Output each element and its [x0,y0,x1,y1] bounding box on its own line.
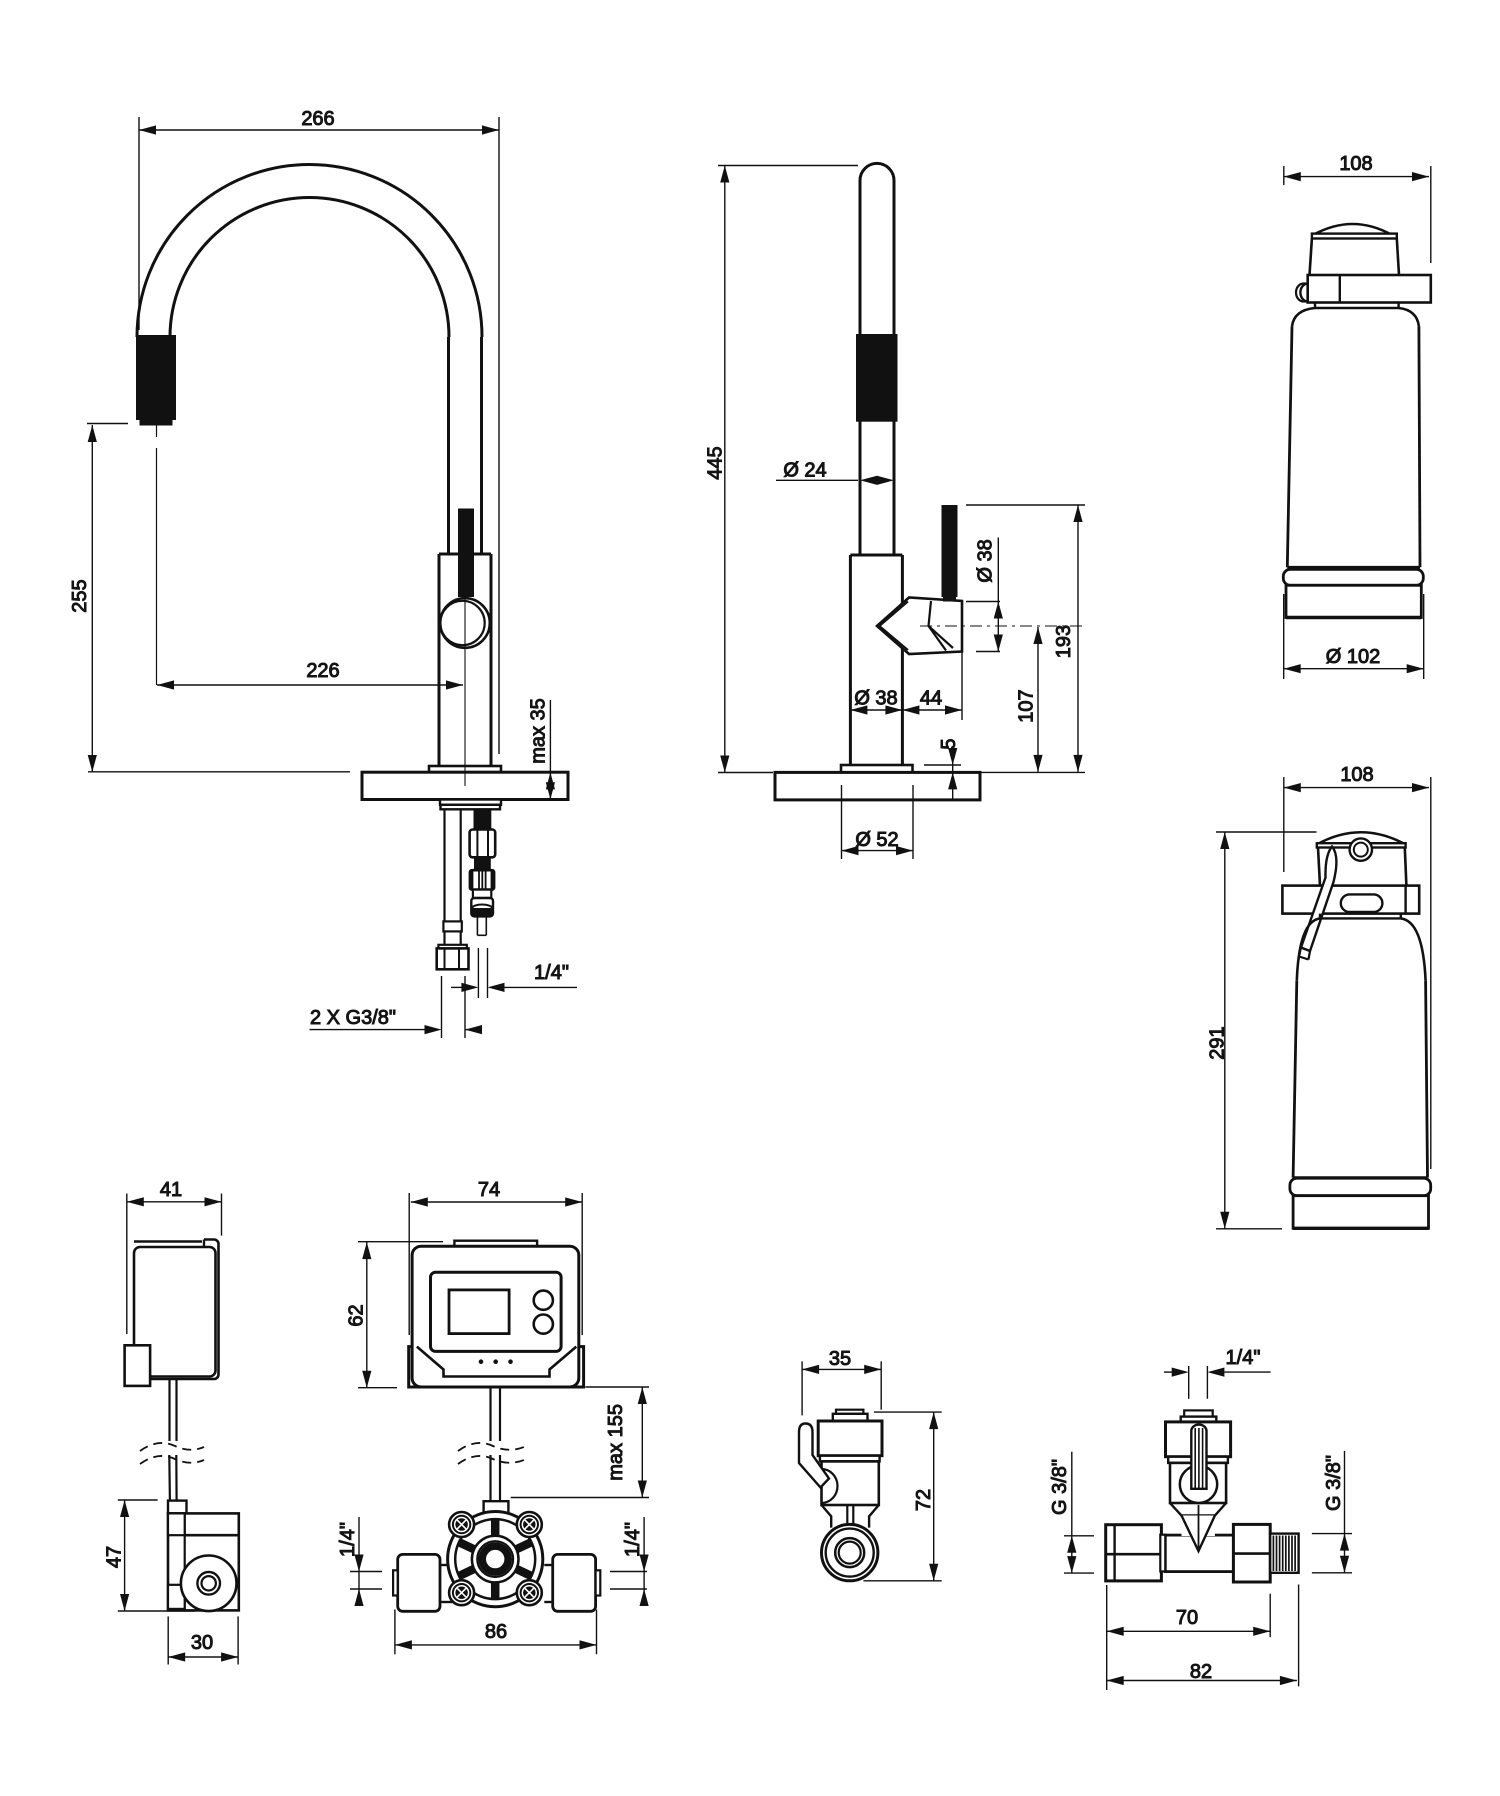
svg-text:193: 193 [1053,625,1075,658]
svg-text:62: 62 [346,1304,368,1326]
svg-text:108: 108 [1340,764,1373,786]
svg-text:G 3/8": G 3/8" [1049,1459,1071,1515]
svg-text:1/4": 1/4" [534,962,569,984]
svg-text:70: 70 [1176,1607,1198,1629]
svg-text:226: 226 [306,660,339,682]
svg-text:Ø 24: Ø 24 [783,460,826,482]
svg-text:Ø 38: Ø 38 [854,688,897,710]
svg-text:47: 47 [104,1546,126,1568]
svg-text:44: 44 [920,688,942,710]
svg-text:291: 291 [1207,1026,1229,1059]
svg-text:255: 255 [69,579,91,612]
svg-text:41: 41 [160,1179,182,1201]
svg-text:86: 86 [485,1621,507,1643]
svg-text:266: 266 [301,108,334,130]
svg-text:max 155: max 155 [605,1404,627,1481]
svg-text:2 X G3/8": 2 X G3/8" [310,1007,396,1029]
svg-text:445: 445 [705,446,727,479]
svg-text:108: 108 [1339,153,1372,175]
svg-text:Ø 102: Ø 102 [1326,646,1380,668]
svg-text:5: 5 [938,738,960,749]
svg-text:G 3/8": G 3/8" [1323,1455,1345,1511]
svg-text:72: 72 [913,1489,935,1511]
svg-text:82: 82 [1190,1661,1212,1683]
svg-text:74: 74 [478,1179,500,1201]
svg-text:1/4": 1/4" [1226,1347,1261,1369]
svg-text:Ø 38: Ø 38 [975,539,997,582]
svg-text:107: 107 [1016,689,1038,722]
svg-text:1/4": 1/4" [622,1522,644,1557]
svg-text:Ø 52: Ø 52 [855,829,898,851]
svg-text:35: 35 [829,1348,851,1370]
svg-text:max 35: max 35 [528,698,550,764]
svg-text:30: 30 [191,1632,213,1654]
svg-text:1/4": 1/4" [337,1522,359,1557]
